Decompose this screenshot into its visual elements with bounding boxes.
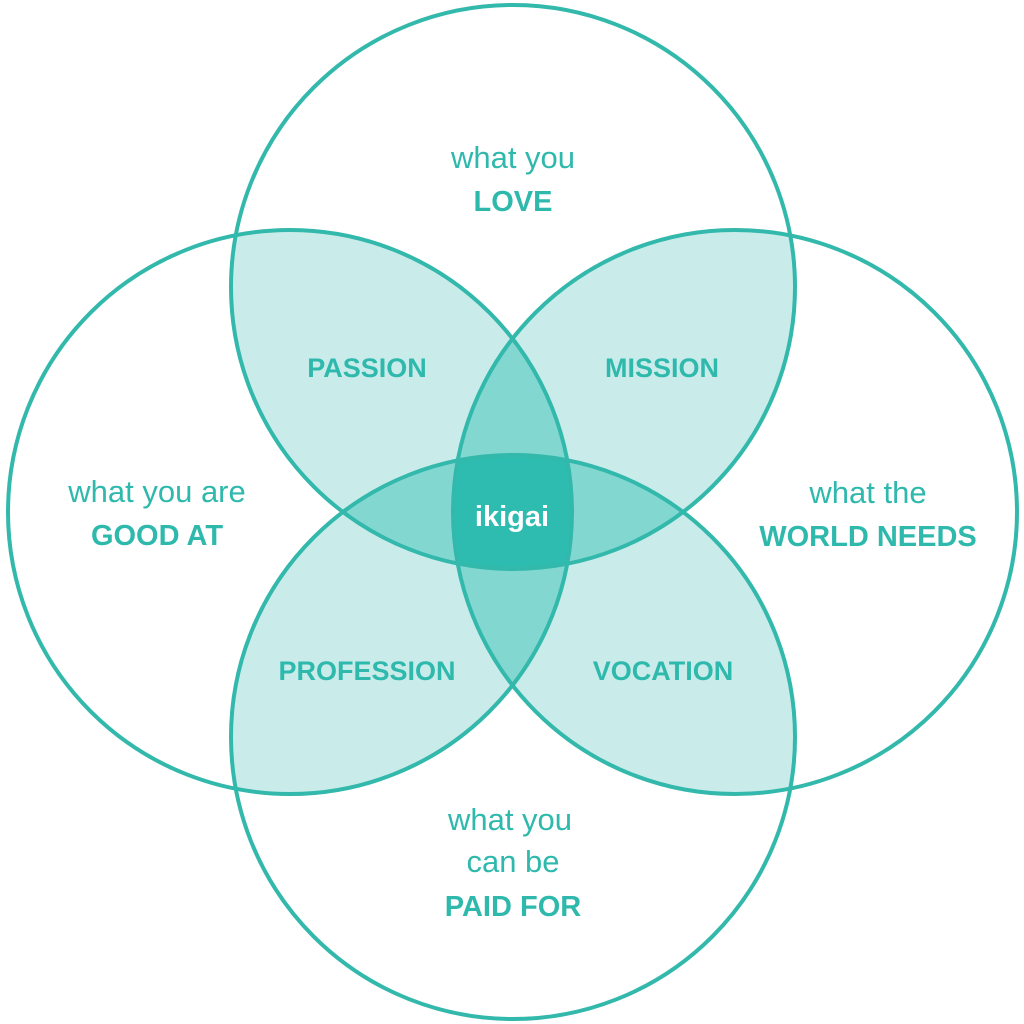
world-needs-label-line1: what the bbox=[808, 475, 926, 510]
world-needs-circle bbox=[451, 228, 1019, 796]
love-label-line2: LOVE bbox=[474, 186, 553, 218]
love-circle bbox=[229, 3, 797, 571]
paid-for-label-line3: PAID FOR bbox=[445, 891, 581, 923]
love-label: what you LOVE bbox=[450, 140, 575, 218]
good-at-label: what you are GOOD AT bbox=[67, 474, 246, 552]
mission-label: MISSION bbox=[605, 353, 719, 383]
love-label-line1: what you bbox=[450, 140, 575, 175]
paid-for-label-line1: what you bbox=[447, 802, 572, 837]
good-at-circle bbox=[6, 228, 574, 796]
paid-for-label: what you can be PAID FOR bbox=[445, 802, 581, 923]
passion-label: PASSION bbox=[307, 353, 427, 383]
vocation-label: VOCATION bbox=[593, 656, 734, 686]
paid-for-label-line2: can be bbox=[466, 844, 559, 879]
paid-for-circle bbox=[229, 453, 797, 1021]
profession-label: PROFESSION bbox=[278, 656, 455, 686]
world-needs-label-line2: WORLD NEEDS bbox=[759, 521, 977, 553]
good-at-label-line1: what you are bbox=[67, 474, 246, 509]
ikigai-label: ikigai bbox=[475, 501, 549, 533]
circle-outlines bbox=[6, 3, 1019, 1021]
world-needs-label: what the WORLD NEEDS bbox=[759, 475, 977, 553]
good-at-label-line2: GOOD AT bbox=[91, 520, 223, 552]
